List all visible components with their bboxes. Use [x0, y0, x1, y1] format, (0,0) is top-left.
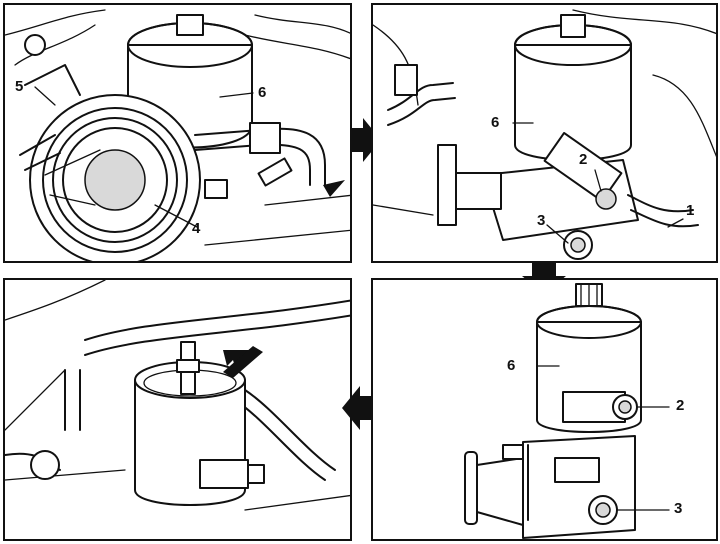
callout-2: 2 — [579, 151, 588, 168]
step-2-illustration — [373, 9, 716, 260]
step-1-illustration — [5, 9, 350, 261]
panel-step-4: 6 2 3 — [371, 278, 718, 541]
callout-5: 5 — [15, 78, 24, 95]
callout-6: 6 — [507, 357, 516, 374]
callout-2: 2 — [676, 397, 685, 414]
flow-arrow-right — [351, 118, 381, 162]
callout-4: 4 — [192, 220, 201, 237]
callout-3: 3 — [674, 500, 683, 517]
step-3-illustration — [5, 280, 350, 511]
panel-step-3 — [3, 278, 352, 541]
callout-3: 3 — [537, 212, 546, 229]
panel-step-1: 5 6 4 — [3, 3, 352, 263]
flow-arrow-left — [342, 386, 372, 430]
panel-step-2: 6 2 3 1 — [371, 3, 718, 263]
callout-6: 6 — [491, 114, 500, 131]
callout-6: 6 — [258, 84, 267, 101]
step-4-illustration — [464, 283, 670, 539]
callout-1: 1 — [686, 202, 695, 219]
